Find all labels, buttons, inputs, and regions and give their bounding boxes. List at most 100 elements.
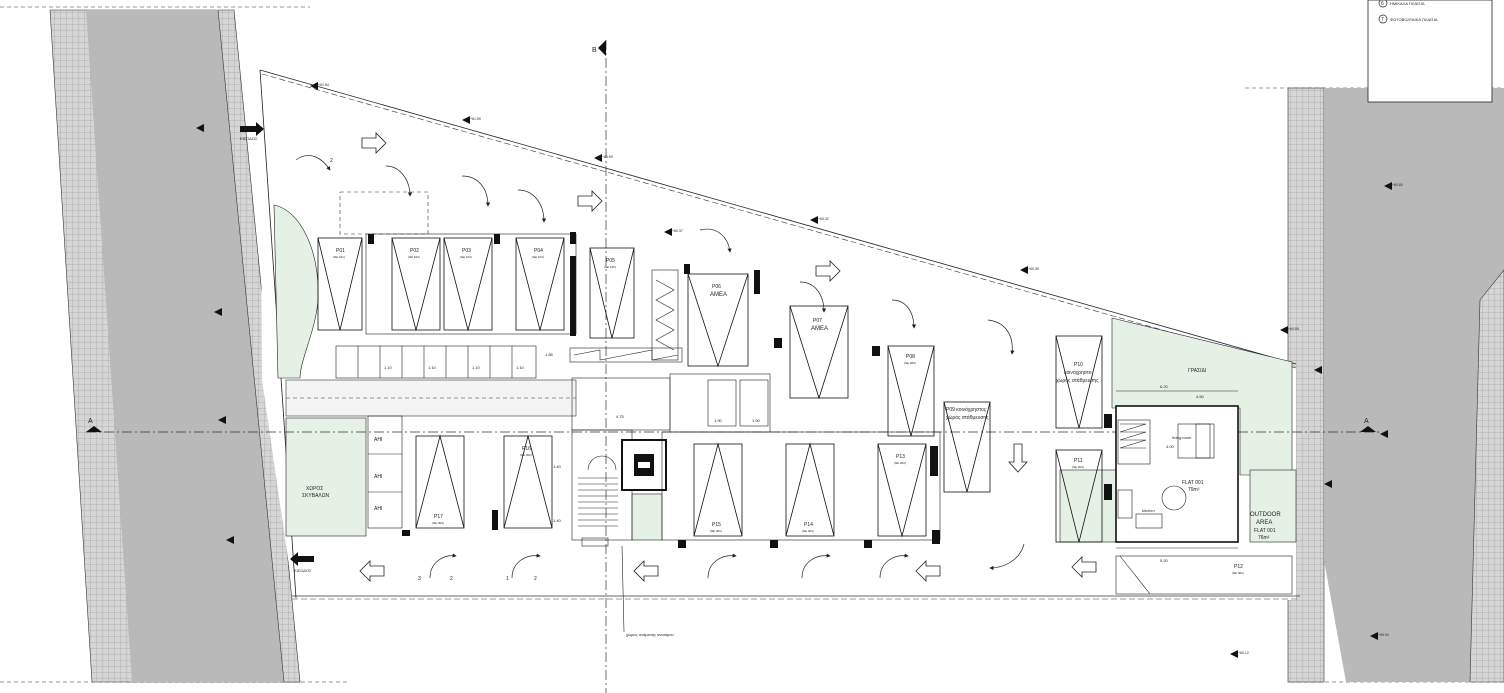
svg-text:3: 3	[418, 576, 421, 582]
svg-text:P10: P10	[1074, 362, 1083, 368]
svg-text:4.75: 4.75	[616, 414, 625, 419]
svg-text:2: 2	[330, 158, 333, 164]
svg-text:P14: P14	[804, 522, 813, 528]
left-road	[49, 9, 301, 683]
svg-text:(flat 203): (flat 203)	[894, 461, 906, 465]
svg-text:(flat 101): (flat 101)	[333, 255, 345, 259]
svg-text:P16: P16	[522, 446, 531, 452]
svg-text:(flat 301): (flat 301)	[710, 529, 722, 533]
svg-text:+60.37: +60.37	[672, 229, 683, 233]
parking-bay-p16: P16 (flat 302)	[503, 434, 553, 529]
svg-text:FLAT 001: FLAT 001	[1182, 480, 1204, 486]
svg-text:P06: P06	[712, 284, 721, 290]
ramp-rail	[569, 269, 683, 363]
svg-text:1.10: 1.10	[428, 365, 437, 370]
svg-text:1.40: 1.40	[553, 518, 562, 523]
svg-text:kitchen: kitchen	[1142, 508, 1155, 513]
svg-text:ΑΗΙ: ΑΗΙ	[374, 437, 382, 443]
svg-text:P11: P11	[1074, 458, 1083, 464]
parking-bay-p03: P03 (flat 103)	[443, 237, 493, 332]
svg-text:P08: P08	[906, 354, 915, 360]
svg-text:P13: P13	[896, 454, 905, 460]
svg-text:4.00: 4.00	[1166, 444, 1175, 449]
svg-text:(flat 001): (flat 001)	[1232, 571, 1244, 575]
svg-text:P07: P07	[813, 318, 822, 324]
svg-text:1.10: 1.10	[516, 365, 525, 370]
legend-num-7: 7	[1381, 17, 1384, 23]
svg-text:2: 2	[534, 576, 537, 582]
svg-text:ΣΚΥΒΑΛΩΝ: ΣΚΥΒΑΛΩΝ	[302, 493, 330, 499]
legend-box: 6 ΗΜΙΚΑΛΑ ΠΛΑΙΣΙΑ 7 ΦΩΤΟΒΟΛΤΑΙΚΑ ΠΛΑΙΣΙΑ	[1367, 0, 1493, 103]
svg-text:P05: P05	[606, 258, 615, 264]
parking-bay-p08: P08 (flat 202)	[887, 345, 935, 437]
svg-text:ΑΜΕΑ: ΑΜΕΑ	[811, 326, 828, 332]
svg-text:P17: P17	[434, 514, 443, 520]
svg-text:76m²: 76m²	[1258, 535, 1270, 541]
entrance-bottom: ΕΙΣΟΔΟΣ	[290, 552, 314, 573]
section-b-top: B	[592, 47, 597, 54]
legend-text-7: ΦΩΤΟΒΟΛΤΑΙΚΑ ΠΛΑΙΣΙΑ	[1390, 17, 1438, 22]
svg-text:6.20: 6.20	[1160, 384, 1169, 389]
turn-arrows: 2 3 2 1 2	[295, 155, 1025, 582]
elevation-markers: +61.54 +61.59 +60.90 +60.32 +60.39 +60.5…	[196, 82, 1403, 658]
wall-blocks	[368, 232, 1112, 548]
svg-text:P15: P15	[712, 522, 721, 528]
svg-text:+60.32: +60.32	[818, 217, 829, 221]
svg-text:79m²: 79m²	[1188, 487, 1200, 493]
entrance-top: ΕΙΣΟΔΟΣ	[240, 122, 264, 141]
svg-text:ΑΜΕΑ: ΑΜΕΑ	[710, 292, 727, 298]
svg-text:living room: living room	[1172, 435, 1192, 440]
svg-text:P03: P03	[462, 248, 471, 254]
svg-text:ΑΗΙ: ΑΗΙ	[374, 506, 382, 512]
parking-bay-p10: P10 κοινόχρηστο χώρος στάθμευσης	[1055, 335, 1103, 429]
svg-text:ΕΙΣΟΔΟΣ: ΕΙΣΟΔΟΣ	[240, 136, 258, 141]
svg-text:1.85: 1.85	[545, 352, 554, 357]
parking-bay-p12: P12 (flat 001)	[1115, 555, 1293, 595]
svg-text:(flat 103): (flat 103)	[460, 255, 472, 259]
svg-text:P12: P12	[1234, 564, 1243, 570]
parking-bay-p15: P15 (flat 301)	[693, 442, 743, 537]
parking-bay-p02: P02 (flat 102)	[391, 237, 441, 332]
svg-text:+60.80: +60.80	[1392, 183, 1403, 187]
parking-bay-p05: P05 (flat 105)	[589, 247, 635, 339]
svg-text:P09 κοινόχρηστος: P09 κοινόχρηστος	[946, 406, 987, 413]
svg-text:+61.59: +61.59	[470, 117, 481, 121]
svg-text:ΑΗΙ: ΑΗΙ	[374, 474, 382, 480]
svg-text:(flat 202): (flat 202)	[904, 361, 916, 365]
svg-text:P02: P02	[410, 248, 419, 254]
svg-text:(flat 104): (flat 104)	[532, 255, 544, 259]
section-a-right: A	[1364, 418, 1369, 425]
svg-text:(flat 204): (flat 204)	[1072, 465, 1084, 469]
svg-text:1.10: 1.10	[472, 365, 481, 370]
section-lines: A A B	[86, 40, 1380, 693]
parking-bay-p11: P11 (flat 204)	[1055, 449, 1103, 543]
parking-bay-p17: P17 (flat 303)	[415, 434, 465, 529]
central-core: 4.75 1.40 1.40	[553, 377, 671, 547]
svg-text:ΧΩΡΟΣ: ΧΩΡΟΣ	[306, 486, 323, 492]
parking-bay-p09: P09 κοινόχρηστος χώρος στάθμευσης	[943, 401, 991, 493]
section-a-left: A	[88, 418, 93, 425]
svg-text:+59.94: +59.94	[1378, 633, 1389, 637]
svg-text:(flat 105): (flat 105)	[604, 265, 616, 269]
svg-text:1: 1	[506, 576, 509, 582]
svg-text:P01: P01	[336, 248, 345, 254]
parking-bay-p07: P07 ΑΜΕΑ	[789, 305, 849, 400]
svg-text:+60.90: +60.90	[602, 155, 613, 159]
storage-row: 1.10 1.10 1.10 1.10 1.85	[335, 345, 554, 379]
svg-text:OUTDOOR: OUTDOOR	[1250, 512, 1281, 518]
parking-bay-p06: P06 ΑΜΕΑ	[687, 273, 749, 368]
traffic-arrows	[359, 132, 1097, 582]
svg-text:1.90: 1.90	[714, 418, 723, 423]
svg-text:κοινόχρηστο: κοινόχρηστο	[1064, 369, 1092, 376]
bottom-note: χώρος ανάμεσης ανοσίμου	[626, 632, 674, 637]
svg-text:1.90: 1.90	[752, 418, 761, 423]
svg-text:χώρος στάθμευσης: χώρος στάθμευσης	[946, 414, 989, 421]
svg-text:+60.12: +60.12	[1238, 651, 1249, 655]
svg-text:(flat 304): (flat 304)	[802, 529, 814, 533]
svg-text:FLAT 001: FLAT 001	[1254, 528, 1276, 534]
flat-001: living room kitchen FLAT 001 79m² 6.20 4…	[1115, 384, 1239, 563]
svg-text:2: 2	[450, 576, 453, 582]
parking-bay-p01: P01 (flat 101)	[317, 237, 363, 331]
svg-text:χώρος στάθμευσης: χώρος στάθμευσης	[1056, 377, 1099, 384]
